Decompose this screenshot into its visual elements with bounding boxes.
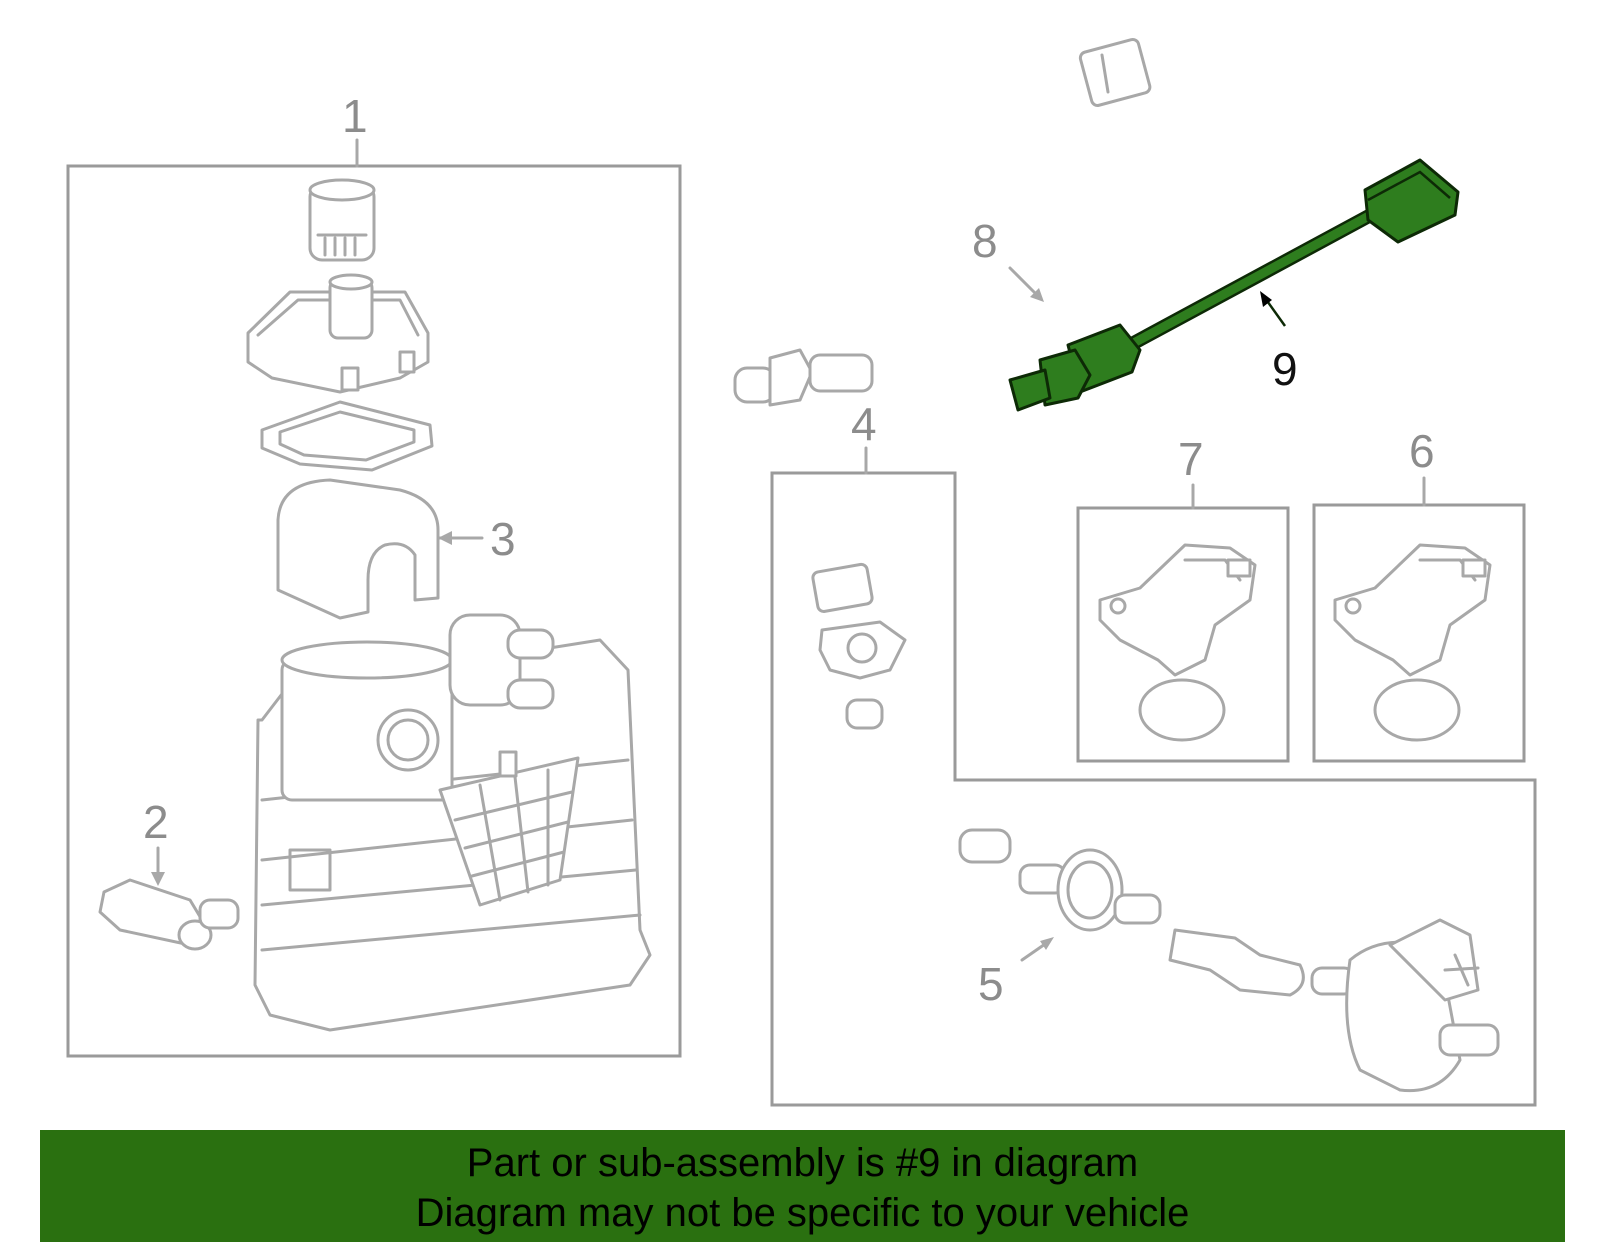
callout-8-arrowhead bbox=[1030, 288, 1044, 302]
group-6-sensor-assembly: 6 bbox=[1312, 425, 1526, 763]
banner-line-2: Diagram may not be specific to your vehi… bbox=[415, 1191, 1190, 1235]
group-4-hose-assembly: 4 5 bbox=[770, 398, 1537, 1107]
callout-6[interactable]: 6 bbox=[1409, 425, 1435, 477]
callout-7[interactable]: 7 bbox=[1178, 433, 1204, 485]
callout-2-arrowhead bbox=[151, 872, 165, 886]
oxygen-sensor-8-part bbox=[733, 38, 1152, 407]
info-banner: Part or sub-assembly is #9 in diagram Di… bbox=[40, 1130, 1565, 1242]
oxygen-sensor-9-highlighted-part bbox=[1008, 158, 1460, 412]
purge-valve-part bbox=[98, 878, 240, 951]
cap-part bbox=[308, 178, 376, 262]
banner-line-1: Part or sub-assembly is #9 in diagram bbox=[466, 1141, 1139, 1185]
callout-4[interactable]: 4 bbox=[851, 398, 877, 450]
canister-body-part bbox=[253, 613, 652, 1032]
hose-cover-part bbox=[276, 478, 440, 620]
callout-5[interactable]: 5 bbox=[978, 958, 1004, 1010]
check-valve-part bbox=[1018, 848, 1305, 997]
valve-cover-part bbox=[246, 273, 430, 394]
callout-8-leader bbox=[1008, 266, 1040, 298]
purge-solenoid-part bbox=[1310, 918, 1500, 1093]
group-6-box bbox=[1312, 503, 1526, 763]
hose-connector-part bbox=[811, 562, 907, 680]
callout-9[interactable]: 9 bbox=[1272, 343, 1298, 395]
callout-9-arrowhead bbox=[1260, 291, 1272, 307]
group-1-box bbox=[66, 164, 682, 1058]
callout-3-arrowhead bbox=[438, 531, 452, 545]
callout-3[interactable]: 3 bbox=[490, 513, 516, 565]
hose-part bbox=[845, 698, 1012, 864]
callout-8[interactable]: 8 bbox=[972, 215, 998, 267]
o-ring-7-part bbox=[1138, 678, 1226, 742]
group-7-sensor-assembly: 7 bbox=[1076, 433, 1290, 763]
callout-2[interactable]: 2 bbox=[143, 796, 169, 848]
map-sensor-6-part bbox=[1333, 543, 1492, 677]
gasket-part bbox=[260, 400, 434, 472]
o-ring-6-part bbox=[1373, 678, 1461, 742]
group-1-canister-assembly: 1 3 bbox=[66, 90, 682, 1058]
callout-5-arrowhead bbox=[1040, 937, 1054, 950]
group-4-box bbox=[770, 471, 1537, 1107]
group-7-box bbox=[1076, 506, 1290, 763]
callout-1[interactable]: 1 bbox=[342, 90, 368, 142]
map-sensor-7-part bbox=[1098, 543, 1257, 677]
